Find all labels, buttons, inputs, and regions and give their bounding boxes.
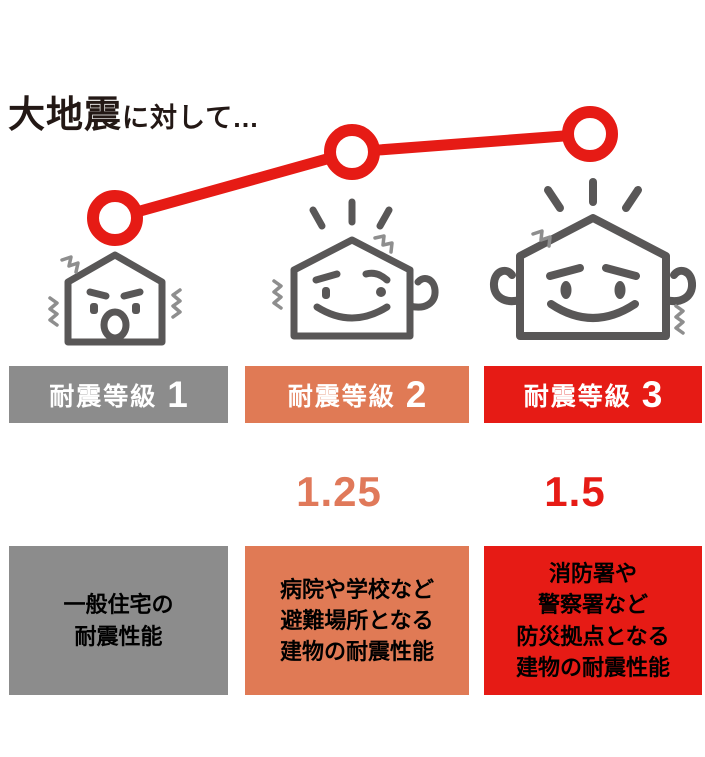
grade1-label: 耐震等級 xyxy=(49,382,158,411)
grade1-number: 1 xyxy=(167,374,188,415)
grade2-header-bar: 耐震等級 2 xyxy=(245,366,469,423)
grade2-description: 病院や学校など 避難場所となる 建物の耐震性能 xyxy=(279,576,434,665)
grade3-header-bar: 耐震等級 3 xyxy=(484,366,702,423)
grade3-number: 3 xyxy=(641,374,663,415)
grade3-description: 消防署や 警察署など 防災拠点となる 建物の耐震性能 xyxy=(515,561,670,680)
grade1-description-box: 一般住宅の 耐震性能 xyxy=(9,546,228,695)
confident-house-one-arm-icon xyxy=(272,198,439,340)
grade2-description-box: 病院や学校など 避難場所となる 建物の耐震性能 xyxy=(245,546,469,695)
grade2-label: 耐震等級 xyxy=(287,382,396,411)
title-emphasis: 大地震 xyxy=(8,94,122,135)
grade2-number: 2 xyxy=(405,374,427,415)
grade3-description-box: 消防署や 警察署など 防災拠点となる 建物の耐震性能 xyxy=(484,546,702,695)
title-rest: に対して... xyxy=(122,103,259,133)
grade1-description: 一般住宅の 耐震性能 xyxy=(63,592,174,649)
grade3-label: 耐震等級 xyxy=(523,382,632,411)
grade3-strength-factor: 1.5 xyxy=(544,468,606,515)
grade2-strength-factor: 1.25 xyxy=(296,468,382,515)
grade1-header-bar: 耐震等級 1 xyxy=(9,366,228,423)
data-point-grade2 xyxy=(324,124,380,180)
page-title: 大地震に対して... xyxy=(8,96,259,133)
worried-shaking-house-icon xyxy=(48,251,182,346)
data-point-grade3 xyxy=(562,106,618,162)
strong-house-both-arms-icon xyxy=(490,178,696,340)
